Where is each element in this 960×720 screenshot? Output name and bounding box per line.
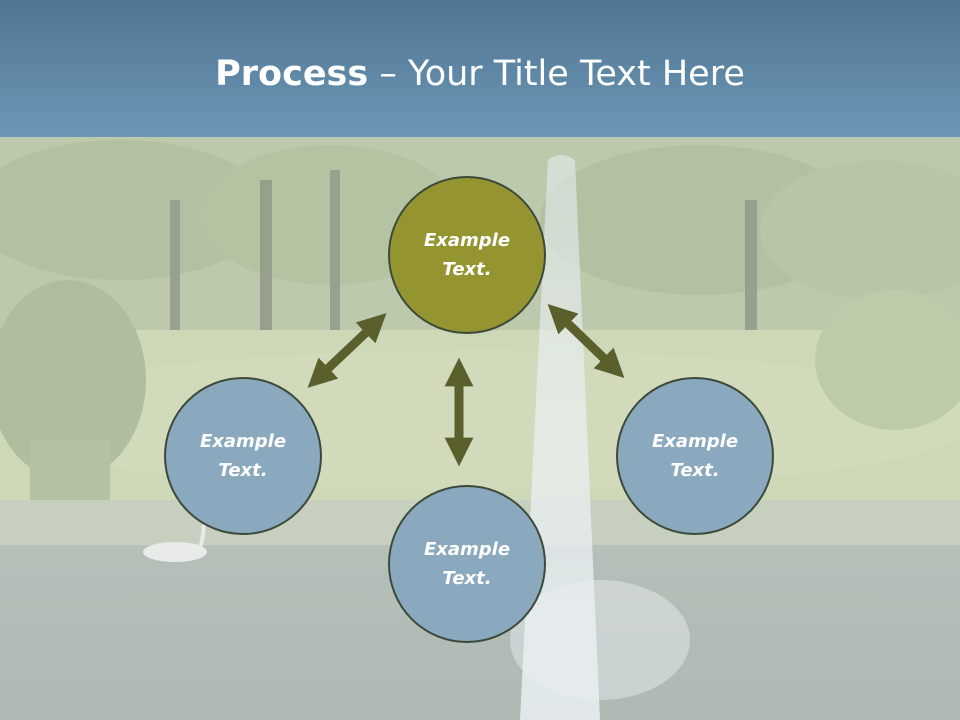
node-left-line2: Text. (218, 460, 268, 481)
node-bottom-line1: Example (423, 539, 511, 560)
title-bold: Process (215, 54, 369, 94)
double-arrow-top-left (307, 313, 387, 388)
node-top-line2: Text. (442, 259, 492, 280)
double-arrow-top-right (547, 304, 625, 378)
node-right-line1: Example (651, 431, 739, 452)
node-left-line1: Example (199, 431, 287, 452)
node-top-line1: Example (423, 230, 511, 251)
slide-title: Process – Your Title Text Here (0, 48, 960, 100)
node-bottom-line2: Text. (442, 568, 492, 589)
title-bar: Process – Your Title Text Here (0, 0, 960, 137)
title-rest: – Your Title Text Here (368, 54, 745, 94)
node-right-line2: Text. (670, 460, 720, 481)
